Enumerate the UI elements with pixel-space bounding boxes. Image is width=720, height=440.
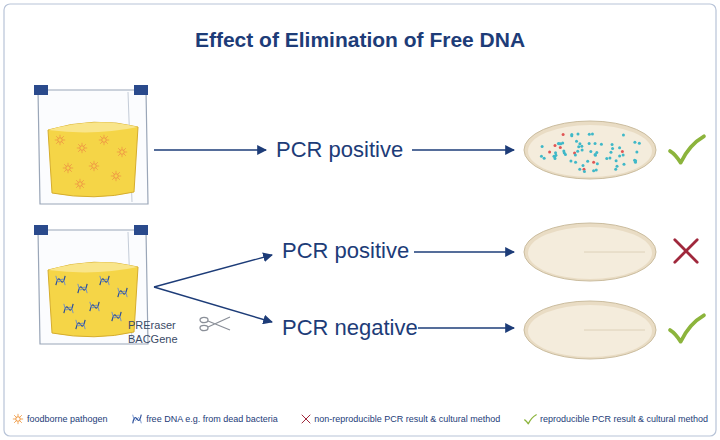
- frame: [4, 4, 716, 436]
- legend-item: non-reproducible PCR result & cultural m…: [301, 414, 500, 424]
- colony: [611, 147, 614, 150]
- colony: [574, 153, 577, 156]
- colony: [569, 159, 572, 162]
- colony: [618, 146, 621, 149]
- colony: [576, 133, 579, 136]
- colony: [557, 142, 560, 145]
- colony: [635, 150, 638, 153]
- check-mark: [670, 136, 704, 162]
- colony: [563, 151, 566, 154]
- colony: [583, 170, 586, 173]
- check-mark: [670, 315, 704, 341]
- legend-text: non-reproducible PCR result & cultural m…: [314, 414, 500, 424]
- colony: [638, 142, 641, 145]
- colony: [591, 133, 594, 136]
- legend-symbol: [131, 413, 143, 425]
- colony: [596, 162, 599, 165]
- colony: [589, 150, 592, 153]
- colony: [600, 143, 603, 146]
- colony: [580, 145, 583, 148]
- legend-symbol: [301, 414, 311, 424]
- colony: [588, 142, 591, 145]
- colony: [595, 168, 598, 171]
- colony: [561, 141, 564, 144]
- product-name: PREraser: [128, 319, 176, 331]
- colony: [582, 164, 585, 167]
- colony: [575, 140, 578, 143]
- colony: [576, 150, 579, 153]
- scissors-icon: [200, 317, 230, 331]
- colony: [570, 133, 573, 136]
- colony: [614, 168, 617, 171]
- colony: [618, 154, 621, 157]
- colony: [540, 155, 543, 158]
- legend-text: free DNA e.g. from dead bacteria: [146, 414, 278, 424]
- legend-item: reproducible PCR result & cultural metho…: [524, 414, 708, 425]
- legend-item: free DNA e.g. from dead bacteria: [131, 413, 278, 425]
- colony: [592, 169, 595, 172]
- colony: [622, 133, 625, 136]
- colony: [553, 144, 556, 147]
- colony: [622, 153, 625, 156]
- colony: [558, 142, 561, 145]
- legend-symbol: [12, 413, 24, 425]
- cross-mark: [675, 240, 697, 262]
- colony: [609, 151, 612, 154]
- colony: [611, 143, 614, 146]
- colony: [541, 145, 544, 148]
- colony: [577, 145, 580, 148]
- product-name: BACGene: [128, 333, 178, 345]
- legend-item: foodborne pathogen: [12, 413, 108, 425]
- legend: foodborne pathogen free DNA e.g. from dea…: [12, 413, 708, 425]
- colony: [594, 142, 597, 145]
- legend-text: reproducible PCR result & cultural metho…: [540, 414, 708, 424]
- colony: [594, 154, 597, 157]
- colony: [608, 156, 611, 159]
- colony: [586, 160, 589, 163]
- result-label: PCR positive: [282, 239, 409, 263]
- colony: [615, 159, 618, 162]
- colony: [595, 151, 598, 154]
- colony: [634, 161, 637, 164]
- colony: [616, 165, 619, 168]
- colony: [574, 161, 577, 164]
- colony: [562, 133, 565, 136]
- result-label: PCR negative: [282, 316, 418, 340]
- colony: [633, 141, 636, 144]
- colony: [622, 163, 625, 166]
- title: Effect of Elimination of Free DNA: [0, 28, 720, 52]
- bag-with-pathogens: [34, 85, 148, 204]
- flow-arrow: [154, 150, 514, 328]
- legend-text: foodborne pathogen: [27, 414, 108, 424]
- colony: [581, 148, 584, 151]
- colony: [543, 157, 546, 160]
- colony: [588, 133, 591, 136]
- colony: [605, 157, 608, 160]
- colony: [554, 151, 557, 154]
- colony: [621, 150, 624, 153]
- legend-symbol: [524, 414, 537, 425]
- colony: [559, 146, 562, 149]
- colony: [578, 142, 581, 145]
- petri-dish: [524, 121, 656, 359]
- colony: [578, 168, 581, 171]
- colony: [548, 150, 551, 153]
- colony: [592, 161, 595, 164]
- result-label: PCR positive: [276, 138, 403, 162]
